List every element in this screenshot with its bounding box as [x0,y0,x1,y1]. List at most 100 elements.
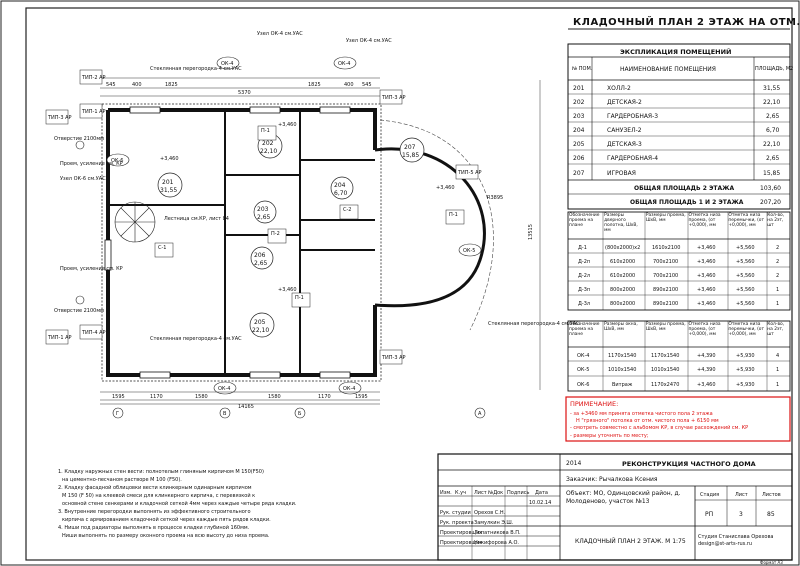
door-r3-c5: +5,560 [736,273,755,279]
doors-h3: Размеры проема, ШхВ, мм [645,213,686,223]
win-r2-c2: 1010х1540 [608,367,636,373]
exp-total-floor-label: ОБЩАЯ ПЛОЩАДЬ 2 ЭТАЖА [634,185,734,192]
tb-sheet-value: 3 [739,511,743,518]
door-r1-c2: (800х2000)х2 [605,245,640,251]
tb-stage-value: РП [705,511,713,518]
dim-top-4: 5370 [238,90,251,96]
general-note-5: основной стене сенкерами и кладочной сет… [62,500,297,507]
exp-r6-c3: 2,65 [766,155,780,162]
exp-r7-c3: 15,85 [763,170,780,177]
room-tags: 201 31,55 202 22,10 203 2,65 204 6,70 20… [157,133,425,338]
doors-h4: Отметка низа проема, (от +0,000), мм [688,213,721,228]
notes-box: ПРИМЕЧАНИЕ: - за +3460 мм принята отметк… [565,396,791,442]
tb-year: 2014 [566,460,581,467]
tb-sheet-name: КЛАДОЧНЫЙ ПЛАН 2 ЭТАЖ. М 1:75 [575,538,686,545]
tb-person-1: Орехов С.Н. [474,510,506,516]
dim-top-2: 400 [132,82,142,88]
win-h2: Размеры окна, ШхВ, мм [604,322,638,332]
win-r3-c4: +3,460 [697,382,716,388]
notes-item-4: - размеры уточнять по месту; [570,433,649,439]
door-r5-c2: 800х2000 [610,301,635,307]
room-206-num: 206 [254,252,266,259]
win-r1-c6: 4 [776,353,779,359]
axis-g: Г [116,411,119,417]
uzel-ok6: Узел ОК-6 см.УАС [60,176,106,182]
tb-sheets-value: 85 [767,511,775,518]
win-r2-c1: ОК-5 [577,367,589,373]
ok-tag-4: ОК-4 [343,386,355,392]
dim-bottom-2: 1170 [150,394,163,400]
tip-tag-7: ТИП-3 АР [381,355,406,361]
tb-stage-label: Стадия [700,492,719,498]
brick-cladding [101,103,382,382]
exp-r3-c2: ГАРДЕРОБНАЯ-3 [607,113,658,120]
exp-r4-c2: САНУЗЕЛ-2 [607,127,642,134]
tb-role-4: Проектировщик [440,540,482,546]
general-note-9: Ниши выполнять по размеру оконного проем… [62,533,270,539]
tb-object: Объект: МО, Одинцовский район, д. Молоде… [566,490,681,505]
dim-bottom-6: 1595 [355,394,368,400]
dim-bottom-5: 1170 [318,394,331,400]
window-tags [106,56,482,395]
tb-col-sign: Подпись [507,490,530,496]
ok-tag-6: ОК-6 [111,158,123,164]
door-r4-c5: +5,560 [736,287,755,293]
tb-col-list: Лист [474,490,487,496]
tb-role-1: Рук. студии [440,510,471,516]
door-r4-c3: 890х2100 [653,287,678,293]
doors-h6: Кол-во, на 2эт, шт [767,213,785,228]
door-tags [154,125,465,308]
tb-col-izm: Изм. [440,490,452,496]
ok-tag-3: ОК-4 [218,386,230,392]
win-r3-c6: 1 [776,382,779,388]
interior-walls [108,110,375,375]
door-r1-c3: 1610х2100 [652,245,680,251]
door-r4-c2: 800х2000 [610,287,635,293]
window-openings [104,106,351,379]
explication-rows: 201 ХОЛЛ-2 31,55 202 ДЕТСКАЯ-2 22,10 203… [568,85,790,195]
dim-top-1: 545 [106,82,116,88]
elev-mark-2: +3,460 [278,122,297,128]
room-204-num: 204 [334,182,346,189]
doors-h2: Размеры дверного полотна, ШхВ, мм [604,213,638,233]
exp-r7-c2: ИГРОВАЯ [607,170,636,177]
glass-right: Стеклянная перегородка-4 см.УАС [488,321,580,327]
win-r1-c5: +5,930 [736,353,755,359]
top-dimension-chain [100,77,380,97]
staircase [114,201,156,243]
dim-total-x: 14165 [238,404,254,410]
win-r3-c5: +5,930 [736,382,755,388]
tb-email: design@st-arts-rus.ru [698,541,752,547]
door-r1-c5: +5,560 [736,245,755,251]
door-r2-c1: Д-2п [578,259,590,265]
win-h3: Размеры проема, ШхВ, мм [645,322,686,332]
dim-total-y: 13515 [528,224,534,240]
room-205-area: 22,10 [252,327,269,334]
ok-tag-1: ОК-4 [221,61,233,67]
explication-h2: НАИМЕНОВАНИЕ ПОМЕЩЕНИЯ [620,66,716,73]
bay-wall-curve [374,147,486,308]
room-207-num: 207 [404,144,416,151]
general-note-3: 2. Кладку фасадной облицовки вести клинк… [58,484,252,491]
exp-total-floor-value: 103,60 [760,185,781,192]
exp-r1-c1: 201 [573,85,585,92]
door-r3-c6: 2 [776,273,779,279]
win-r2-c5: +5,930 [736,367,755,373]
doors-h1: Обозначение проема на плане [569,213,600,228]
doors-table: Обозначение проема на плане Размеры двер… [567,211,791,311]
tip-tag-6: ТИП-1 АР [47,335,72,341]
stair-label: Лестница см.КР, лист 84 [164,216,229,222]
uzel-top-2: Узел ОК-4 см.УАС [346,38,392,44]
sheet-inner-frame [25,7,793,561]
opening-bottom-label: Отверстие 2100мм [54,308,104,314]
elev-mark-4: +3,460 [278,287,297,293]
dim-bottom-4: 1580 [268,394,281,400]
tb-project: РЕКОНСТРУКЦИЯ ЧАСТНОГО ДОМА [622,460,756,468]
dim-bottom-3: 1580 [195,394,208,400]
win-h6: Кол-во, на 2эт, шт [767,322,785,337]
glass-bottom: Стеклянная перегородка-4 см.УАС [150,336,242,342]
tip-tag-8: ТИП-3 АР [381,95,406,101]
room-203-num: 203 [257,206,269,213]
notes-item-1: - за +3460 мм принята отметка чистого по… [570,411,713,417]
